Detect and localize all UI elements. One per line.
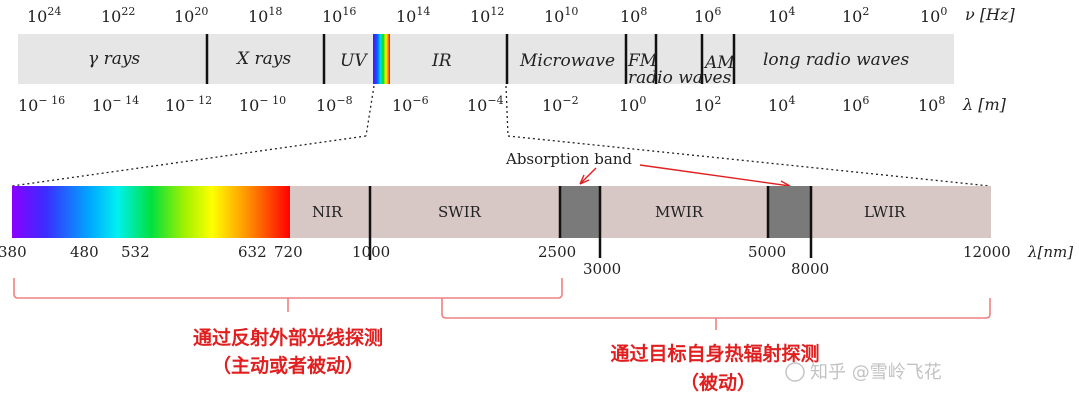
freq-tick-1: 1022 <box>101 5 135 26</box>
absorption-band-2 <box>768 186 811 238</box>
band-swir: SWIR <box>438 203 482 221</box>
wave-tick-4: 10−8 <box>316 94 353 115</box>
freq-tick-6: 1012 <box>470 5 504 26</box>
band-gamma-rays: γ rays <box>88 49 140 69</box>
band-am: AM <box>703 53 735 73</box>
band-lwir: LWIR <box>864 203 906 221</box>
watermark-text: 知乎 @雪岭飞花 <box>810 362 942 383</box>
freq-tick-5: 1014 <box>396 5 430 26</box>
wave-tick-2: 10− 12 <box>165 94 212 115</box>
reflection-bracket <box>13 278 563 312</box>
reflection-annotation-line2: （主动或者被动） <box>212 354 364 377</box>
wave-tick-6: 10−4 <box>467 94 504 115</box>
band-nir: NIR <box>312 203 343 221</box>
absorption-arrows <box>579 164 791 190</box>
tick-632: 632 <box>238 243 267 261</box>
freq-tick-0: 1024 <box>27 5 61 26</box>
wave-tick-9: 102 <box>694 94 721 115</box>
freq-tick-12: 100 <box>920 5 947 26</box>
tick-480: 480 <box>70 243 99 261</box>
tick-380: 380 <box>0 243 27 261</box>
band-uv: UV <box>340 51 368 71</box>
emission-bracket <box>441 298 991 330</box>
wave-tick-11: 106 <box>842 94 869 115</box>
freq-tick-4: 1016 <box>322 5 356 26</box>
tick-12000: 12000 <box>963 243 1011 261</box>
wave-tick-10: 104 <box>768 94 795 115</box>
watermark-logo-icon <box>785 362 805 382</box>
band-ir: IR <box>431 51 452 71</box>
freq-tick-9: 106 <box>694 5 721 26</box>
freq-tick-11: 102 <box>842 5 869 26</box>
band-mwir: MWIR <box>655 203 704 221</box>
em-spectrum-bar <box>18 34 954 84</box>
freq-tick-10: 104 <box>768 5 795 26</box>
zoom-connectors <box>11 85 991 187</box>
wavelength-unit-label: λ [m] <box>962 95 1007 114</box>
wave-tick-5: 10−6 <box>392 94 429 115</box>
freq-tick-8: 108 <box>620 5 647 26</box>
tick-3000: 3000 <box>583 260 621 278</box>
emission-annotation-line2: （被动） <box>680 371 756 394</box>
band-long-radio-waves: long radio waves <box>763 50 909 70</box>
wave-tick-0: 10− 16 <box>18 94 65 115</box>
nm-unit-label: λ[nm] <box>1027 243 1073 261</box>
wave-tick-1: 10− 14 <box>92 94 139 115</box>
band-x-rays: X rays <box>235 49 291 69</box>
tick-720: 720 <box>274 243 303 261</box>
visible-spectrum-gradient <box>12 186 290 238</box>
absorption-band-1 <box>560 186 600 238</box>
watermark: 知乎 @雪岭飞花 <box>785 362 942 383</box>
tick-1000: 1000 <box>352 243 390 261</box>
reflection-annotation-line1: 通过反射外部光线探测 <box>193 326 383 349</box>
freq-tick-7: 1010 <box>544 5 578 26</box>
frequency-unit-label: ν [Hz] <box>965 5 1015 24</box>
absorption-band-label: Absorption band <box>505 150 632 168</box>
tick-8000: 8000 <box>791 260 829 278</box>
band-microwave: Microwave <box>519 51 615 71</box>
band-radio-waves: radio waves <box>628 68 732 88</box>
wave-tick-8: 100 <box>619 94 646 115</box>
wavelength-tick-labels: 10− 16 10− 14 10− 12 10− 10 10−8 10−6 10−4 10−2… <box>18 94 945 115</box>
frequency-tick-labels: 1024 1022 1020 1018 1016 1014 1012 1010 108 106 10… <box>27 5 947 26</box>
infrared-bar <box>290 186 991 238</box>
visible-strip <box>373 34 390 84</box>
tick-2500: 2500 <box>538 243 576 261</box>
wave-tick-7: 10−2 <box>542 94 579 115</box>
tick-5000: 5000 <box>748 243 786 261</box>
freq-tick-2: 1020 <box>174 5 208 26</box>
emission-annotation-line1: 通过目标自身热辐射探测 <box>610 342 819 365</box>
tick-532: 532 <box>121 243 150 261</box>
bottom-band-dividers <box>368 186 813 260</box>
wave-tick-12: 108 <box>918 94 945 115</box>
wave-tick-3: 10− 10 <box>239 94 286 115</box>
band-fm: FM <box>627 51 658 71</box>
freq-tick-3: 1018 <box>248 5 282 26</box>
top-band-dividers <box>205 34 736 84</box>
